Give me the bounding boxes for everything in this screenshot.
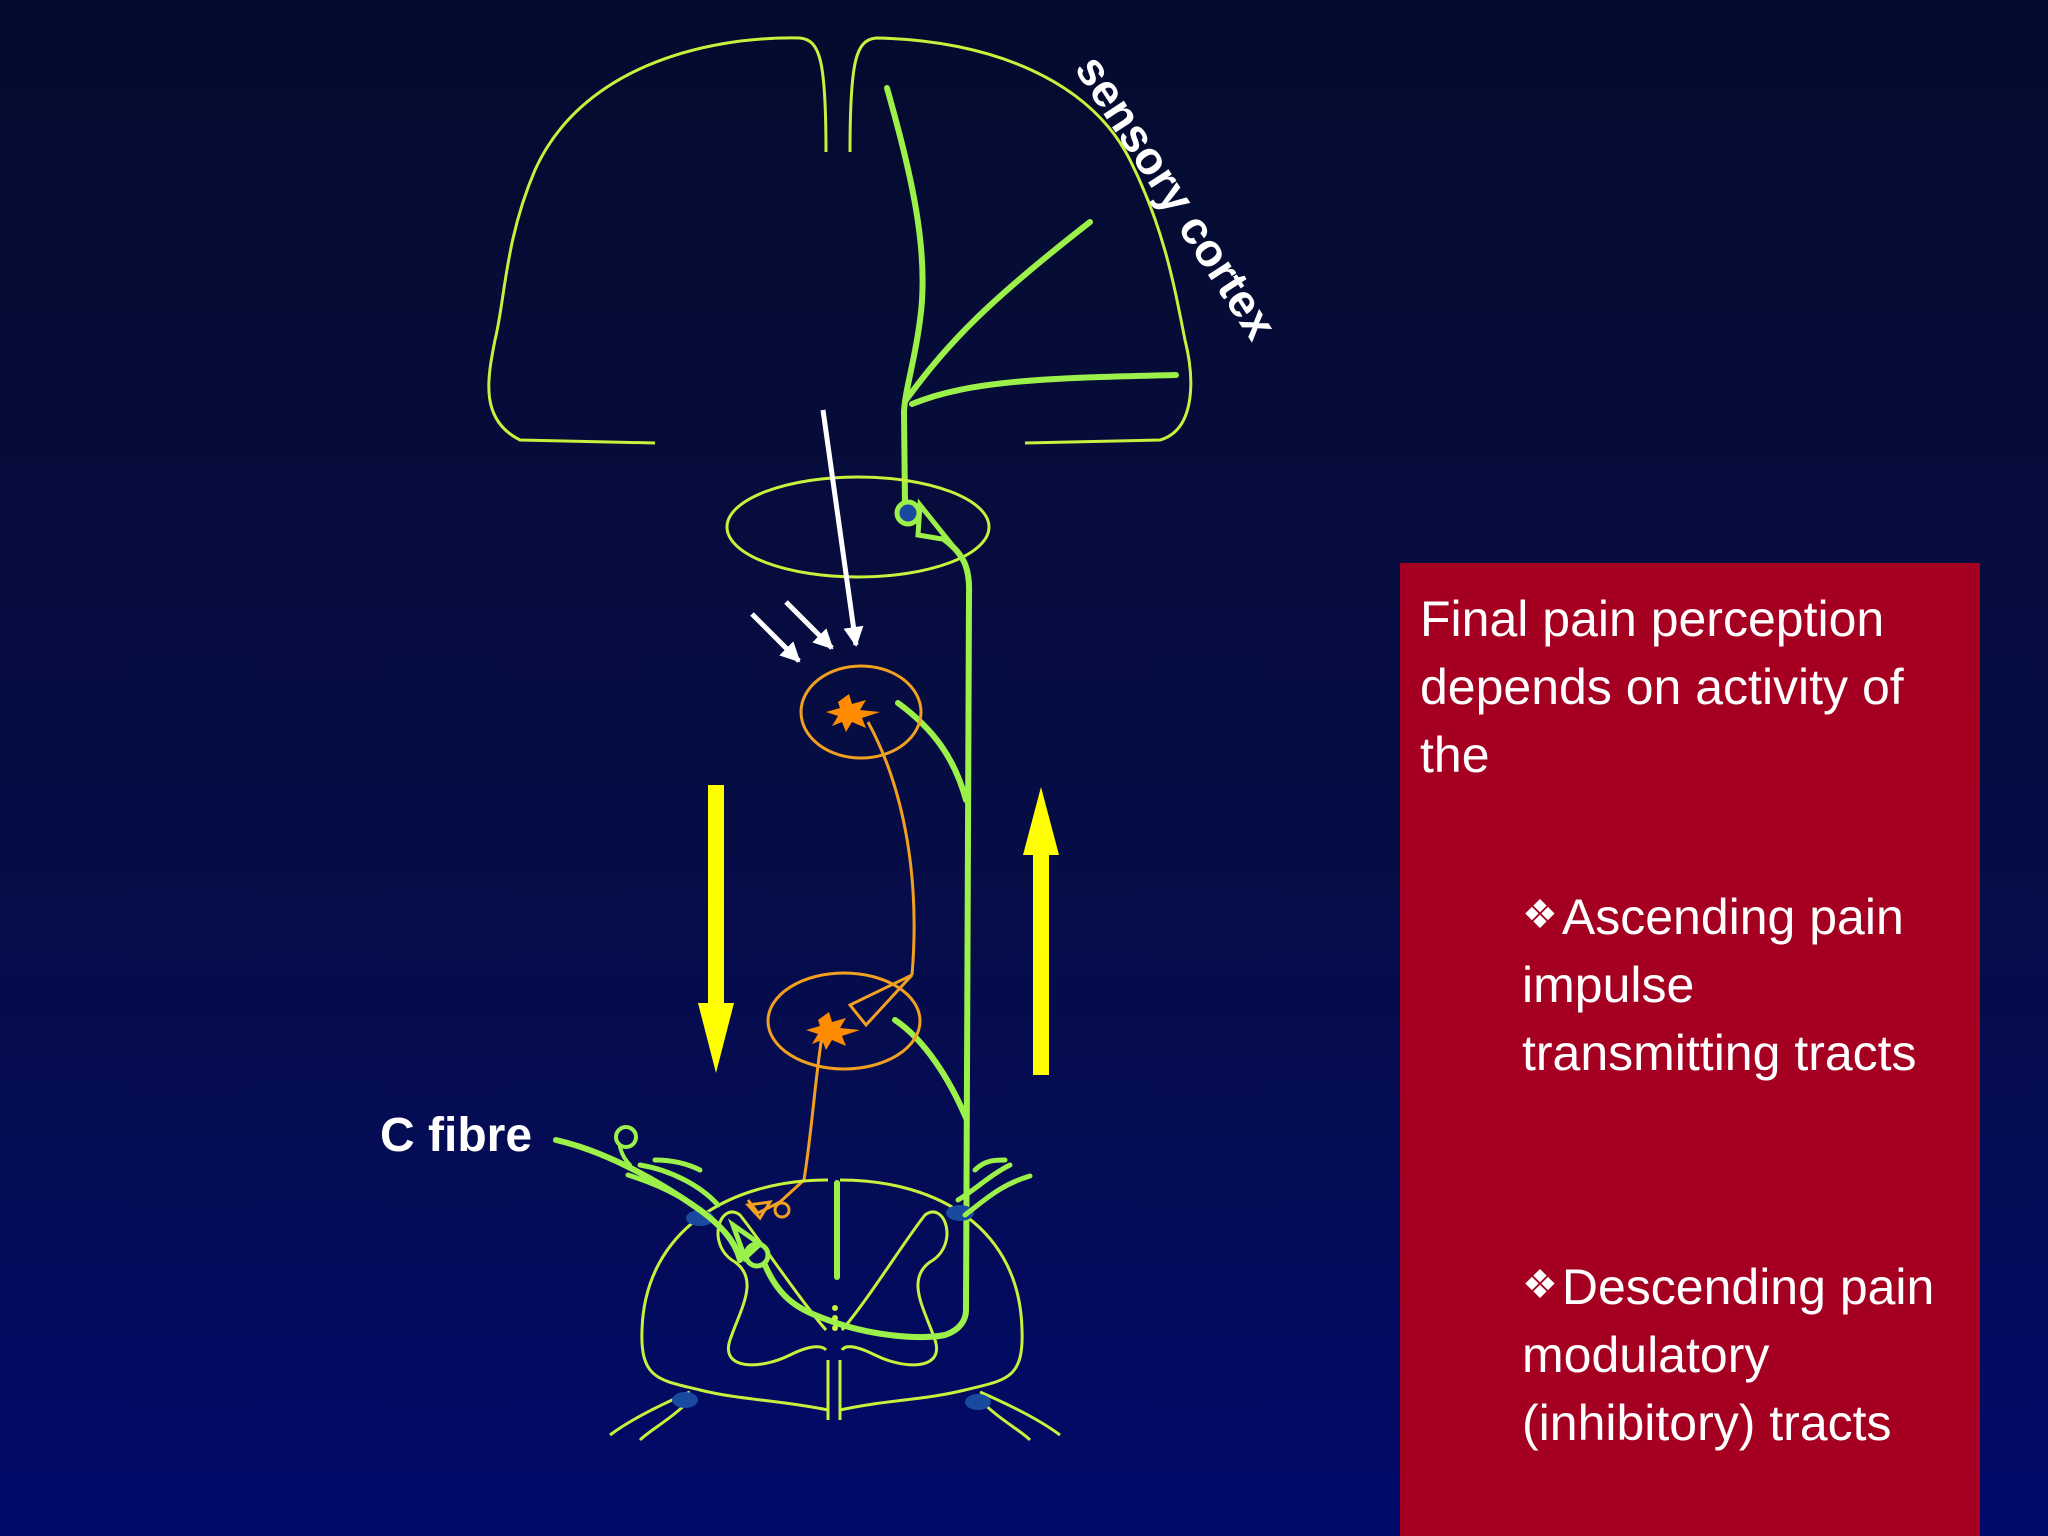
lower-modulatory-nucleus bbox=[766, 971, 922, 1071]
c-fibre-pathway bbox=[553, 1125, 969, 1341]
bullet-ascending: ❖Ascending pain impulse transmitting tra… bbox=[1522, 881, 1962, 1087]
central-canal bbox=[832, 1305, 838, 1331]
ascending-tract-terminal bbox=[915, 498, 955, 544]
diamond-bullet-icon: ❖ bbox=[1522, 1263, 1558, 1307]
bullet-ascending-text: Ascending pain impulse transmitting trac… bbox=[1522, 889, 1917, 1081]
descending-direction-arrow bbox=[698, 785, 734, 1073]
descending-modulatory-pathway bbox=[744, 664, 923, 1221]
diamond-bullet-icon: ❖ bbox=[1522, 893, 1558, 937]
ascending-tract bbox=[892, 537, 973, 1313]
cortical-projection bbox=[884, 85, 1179, 508]
upper-nucleus-neuron bbox=[826, 694, 880, 732]
thalamic-neuron-cell-body bbox=[894, 499, 922, 527]
brain-outline bbox=[487, 36, 1193, 445]
c-fibre-label: C fibre bbox=[380, 1109, 533, 1162]
info-panel: Final pain perception depends on activit… bbox=[1400, 563, 1980, 1536]
lower-nucleus-neuron bbox=[806, 1012, 860, 1050]
upper-modulatory-nucleus bbox=[799, 664, 923, 760]
ascending-direction-arrow bbox=[1023, 787, 1059, 1075]
root-entry-zones bbox=[672, 1205, 991, 1410]
bullet-descending: ❖Descending pain modulatory (inhibitory)… bbox=[1522, 1251, 1962, 1457]
dorsal-roots bbox=[625, 1157, 1033, 1223]
panel-intro-text: Final pain perception depends on activit… bbox=[1420, 591, 1904, 783]
thalamus-outline bbox=[725, 475, 991, 579]
supraspinal-input-arrows bbox=[750, 409, 864, 663]
bullet-descending-text: Descending pain modulatory (inhibitory) … bbox=[1522, 1259, 1935, 1451]
